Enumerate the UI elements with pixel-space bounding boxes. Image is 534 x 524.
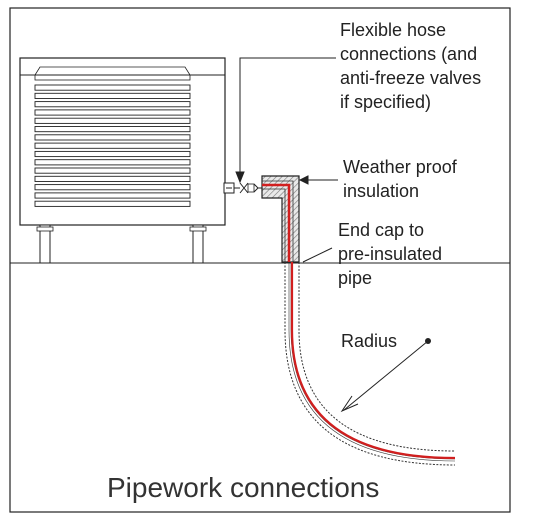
grille-slat bbox=[34, 126, 191, 133]
grille-slat bbox=[34, 200, 191, 207]
grille-slat bbox=[34, 150, 191, 158]
weather-proof-label-line-1: Weather proof bbox=[343, 157, 457, 177]
grille-slat bbox=[34, 101, 191, 108]
flexible-hose-label: Flexible hose connections (and anti-free… bbox=[340, 18, 481, 114]
hose-leader bbox=[239, 57, 336, 180]
leader-lines bbox=[235, 57, 431, 413]
radius-label: Radius bbox=[341, 331, 398, 351]
flexible-hose-label-line-1: Flexible hose bbox=[340, 20, 447, 40]
grille-slat bbox=[34, 117, 191, 124]
grille-slat bbox=[34, 184, 191, 191]
grille-slat bbox=[34, 142, 191, 149]
pre-insulated-pipe bbox=[284, 262, 456, 466]
pipe-centre-line bbox=[290, 262, 456, 460]
heat-pump-unit bbox=[19, 57, 226, 264]
end-cap-label-line-1: End cap to bbox=[338, 220, 425, 240]
end-cap-label: End cap to pre-insulated pipe bbox=[338, 218, 442, 290]
end-cap-label-line-3: pipe bbox=[338, 268, 373, 288]
end-cap-leader bbox=[302, 247, 333, 263]
diagram-title: Pipework connections bbox=[107, 472, 380, 503]
radius-centre-dot bbox=[425, 338, 431, 344]
fan-grille bbox=[34, 84, 191, 207]
flexible-hose-label-line-3: anti-freeze valves bbox=[340, 68, 482, 88]
grille-slat bbox=[34, 175, 191, 182]
insulated-elbow bbox=[261, 175, 300, 263]
grille-slat bbox=[34, 192, 191, 199]
unit-foot-left bbox=[39, 224, 51, 264]
grille-slat bbox=[34, 134, 191, 141]
grille-slat bbox=[34, 109, 191, 116]
grille-slat bbox=[34, 84, 191, 91]
unit-foot-right bbox=[192, 224, 204, 264]
weather-proof-label-line-2: insulation bbox=[343, 181, 420, 201]
hose-connection bbox=[223, 182, 262, 194]
flexible-hose-label-line-4: if specified) bbox=[340, 92, 432, 112]
radius-leader bbox=[343, 340, 429, 411]
grille-slat bbox=[34, 92, 191, 99]
grille-slat bbox=[34, 167, 191, 174]
grille-slat bbox=[34, 159, 191, 166]
flexible-hose-label-line-2: connections (and bbox=[340, 44, 478, 64]
weather-proof-label: Weather proof insulation bbox=[343, 155, 457, 203]
diagram-frame bbox=[9, 7, 511, 513]
end-cap-label-line-2: pre-insulated bbox=[338, 244, 443, 264]
